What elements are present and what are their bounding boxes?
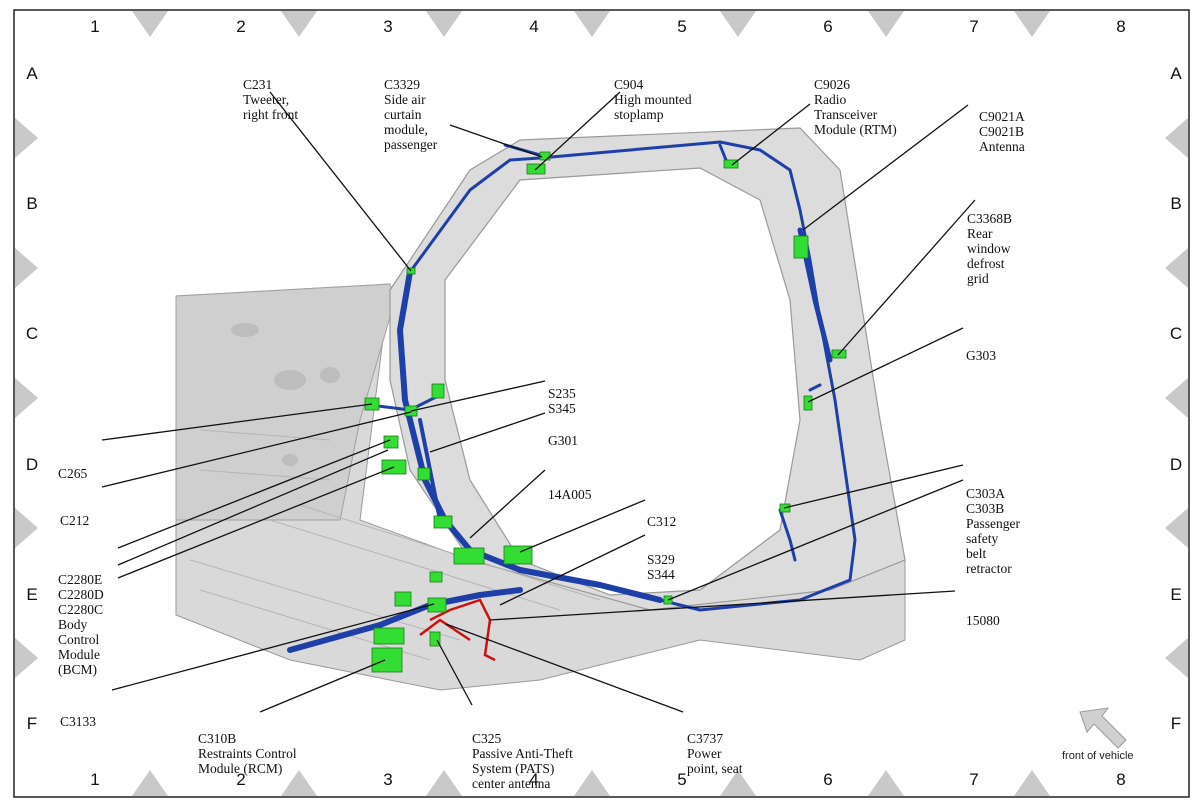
grid-row-left-c: C: [25, 324, 39, 343]
vehicle-body: [175, 127, 906, 691]
callout-g301: G301: [548, 433, 578, 448]
callout-c3133: C3133: [60, 714, 97, 729]
grid-row-left-b: B: [26, 194, 38, 213]
grid-ticks: [15, 11, 1188, 796]
grid-row-right-b: B: [1170, 194, 1182, 213]
grid-row-left-a: A: [26, 64, 38, 83]
callout-15080: 15080: [966, 613, 1000, 628]
wiring-harness: [287, 140, 857, 653]
callout-c212: C212: [60, 513, 90, 528]
grid-col-top-4: 4: [529, 17, 539, 36]
grid-col-bottom-5: 5: [677, 770, 687, 789]
callout-14a005: 14A005: [548, 487, 592, 502]
grid-row-left-f: F: [26, 714, 38, 733]
grid-row-left-d: D: [25, 455, 39, 474]
grid-col-top-5: 5: [677, 17, 687, 36]
front-of-vehicle-label: front of vehicle: [1062, 750, 1134, 762]
grid-col-bottom-3: 3: [383, 770, 393, 789]
grid-row-right-c: C: [1169, 324, 1183, 343]
grid-col-bottom-1: 1: [90, 770, 100, 789]
grid-row-right-e: E: [1170, 585, 1182, 604]
grid-col-bottom-8: 8: [1116, 770, 1126, 789]
grid-row-right-a: A: [1170, 64, 1182, 83]
grid-row-right-f: F: [1170, 714, 1182, 733]
grid-col-top-8: 8: [1116, 17, 1126, 36]
grid-row-right-d: D: [1169, 455, 1183, 474]
grid-col-bottom-7: 7: [969, 770, 979, 789]
grid-col-top-7: 7: [969, 17, 979, 36]
callout-c312: C312: [647, 514, 677, 529]
grid-col-top-1: 1: [90, 17, 100, 36]
front-arrow-icon: [1079, 707, 1127, 749]
grid-col-top-2: 2: [236, 17, 246, 36]
callout-c265: C265: [58, 466, 88, 481]
grid-col-top-6: 6: [823, 17, 833, 36]
leader-lines: [101, 91, 976, 713]
grid-col-top-3: 3: [383, 17, 393, 36]
grid-col-bottom-6: 6: [823, 770, 833, 789]
grid-row-left-e: E: [26, 585, 38, 604]
grid-col-bottom-2: 2: [236, 770, 246, 789]
red-wires: [419, 598, 496, 662]
grid-col-bottom-4: 4: [529, 770, 539, 789]
callout-g303: G303: [966, 348, 996, 363]
